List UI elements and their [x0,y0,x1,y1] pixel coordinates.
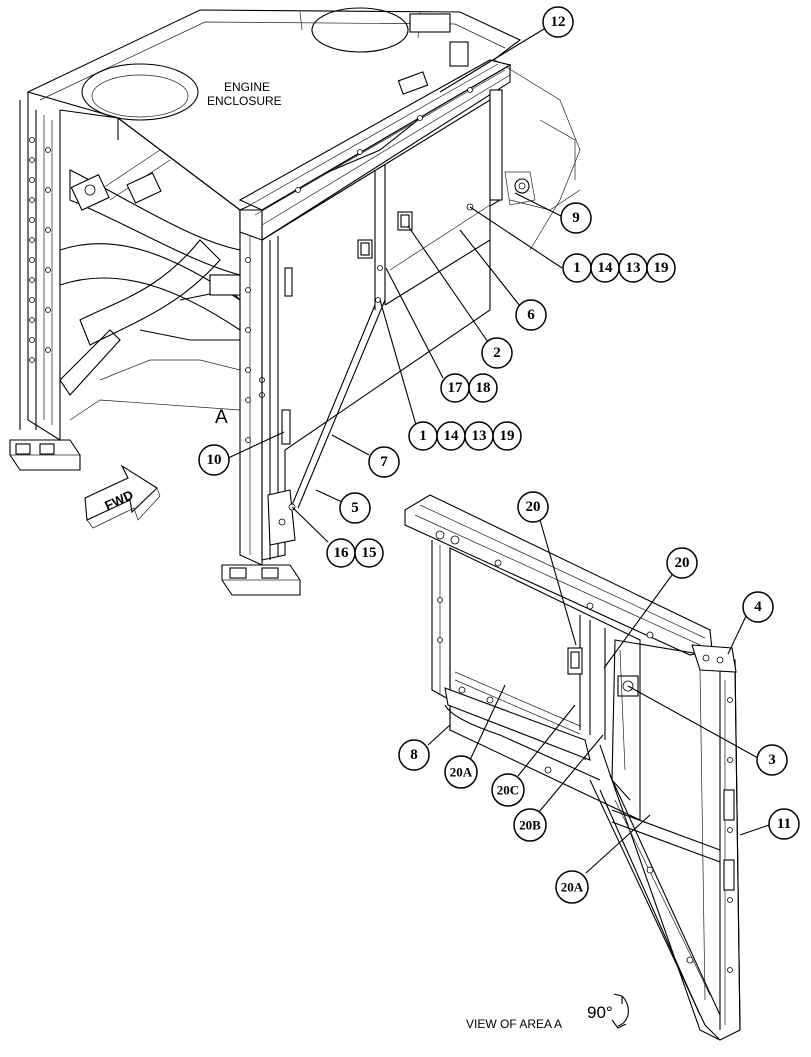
installed-door-assembly [238,59,536,561]
leader-lines [223,28,770,874]
svg-text:20A: 20A [561,880,584,895]
callout-20a-lower: 20A [555,870,589,904]
callout-9: 9 [560,202,592,234]
callout-8: 8 [398,739,430,771]
callout-13b: 13 [464,421,494,451]
callout-19b: 19 [492,421,522,451]
callout-4: 4 [742,591,774,623]
callout-12: 12 [542,6,574,38]
svg-text:8: 8 [410,747,418,763]
svg-text:20B: 20B [519,818,541,833]
svg-text:5: 5 [351,500,359,516]
svg-text:7: 7 [380,454,388,470]
svg-text:13: 13 [472,428,487,444]
callout-19: 19 [646,253,676,283]
forward-arrow: FWD [84,464,161,529]
svg-text:16: 16 [334,545,350,561]
svg-text:10: 10 [207,452,222,468]
engine-enclosure-label-line2: ENCLOSURE [207,94,282,108]
svg-text:20A: 20A [450,765,473,780]
callout-14b: 14 [436,421,466,451]
callout-3: 3 [756,744,788,776]
callout-13: 13 [618,253,648,283]
callout-20a-upper: 20A [444,755,478,789]
callout-6: 6 [515,299,547,331]
svg-text:1: 1 [419,428,427,444]
svg-text:19: 19 [500,428,515,444]
callout-18: 18 [468,373,498,403]
svg-text:17: 17 [448,380,464,396]
callout-20-left: 20 [517,491,549,523]
view-of-area-label: VIEW OF AREA A [466,1017,562,1031]
svg-text:11: 11 [777,816,791,832]
svg-text:20: 20 [675,555,690,571]
svg-text:20: 20 [526,499,541,515]
callout-16: 16 [326,538,356,568]
svg-text:9: 9 [572,210,580,226]
callout-2: 2 [481,337,513,369]
callout-10: 10 [198,444,230,476]
svg-text:2: 2 [493,345,501,361]
svg-text:4: 4 [754,599,762,615]
svg-text:18: 18 [476,380,491,396]
svg-text:1: 1 [573,260,581,276]
svg-text:12: 12 [551,14,566,30]
callout-1: 1 [562,253,592,283]
callout-11: 11 [768,808,800,840]
svg-text:15: 15 [362,545,377,561]
callout-15: 15 [354,538,384,568]
callout-1b: 1 [408,421,438,451]
callout-20c: 20C [491,773,525,807]
callout-5: 5 [339,492,371,524]
rotation-arrow-icon [611,993,629,1029]
area-a-label: A [215,407,228,428]
svg-text:20C: 20C [497,783,519,798]
svg-text:6: 6 [527,307,535,323]
view-of-area-a [404,494,741,1041]
rotation-label: 90° [587,1003,613,1022]
svg-text:14: 14 [598,260,614,276]
callout-20-right: 20 [666,547,698,579]
callout-20b: 20B [513,808,547,842]
callout-7: 7 [368,446,400,478]
callout-14: 14 [590,253,620,283]
svg-text:3: 3 [768,752,776,768]
callout-17: 17 [440,373,470,403]
svg-text:13: 13 [626,260,641,276]
svg-text:19: 19 [654,260,669,276]
engine-enclosure-label-line1: ENGINE [224,80,270,94]
svg-text:14: 14 [444,428,460,444]
